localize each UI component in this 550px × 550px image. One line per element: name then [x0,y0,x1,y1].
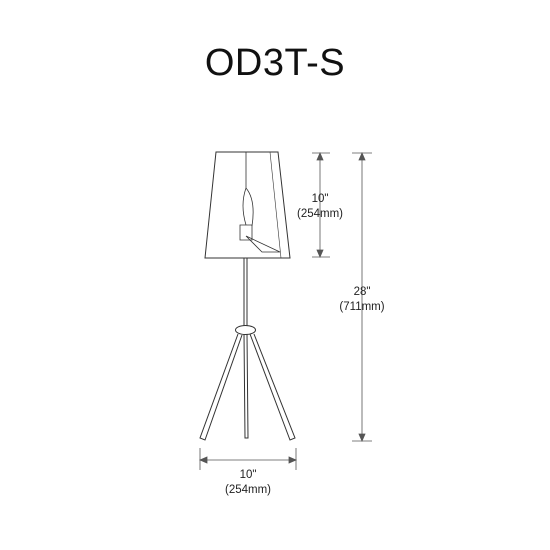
overall-height-dimension-line [352,151,372,443]
product-title: OD3T-S [204,42,346,84]
shade-height-label: 10" (254mm) [288,192,352,222]
tripod-legs [199,333,296,441]
tripod-joint [235,325,256,335]
overall-height-mm: (711mm) [339,301,385,313]
shade-height-inches: 10" [311,193,329,205]
base-width-inches: 10" [239,469,257,481]
shade-height-mm: (254mm) [296,208,343,220]
base-width-dimension-line [198,448,298,470]
base-width-label: 10" (254mm) [213,468,283,498]
shade-height-dimension-line [312,151,330,259]
overall-height-inches: 28" [353,286,371,298]
overall-height-label: 28" (711mm) [326,285,398,315]
lamp-shade [204,151,291,259]
base-width-mm: (254mm) [224,484,271,496]
lamp-stem [243,258,248,326]
